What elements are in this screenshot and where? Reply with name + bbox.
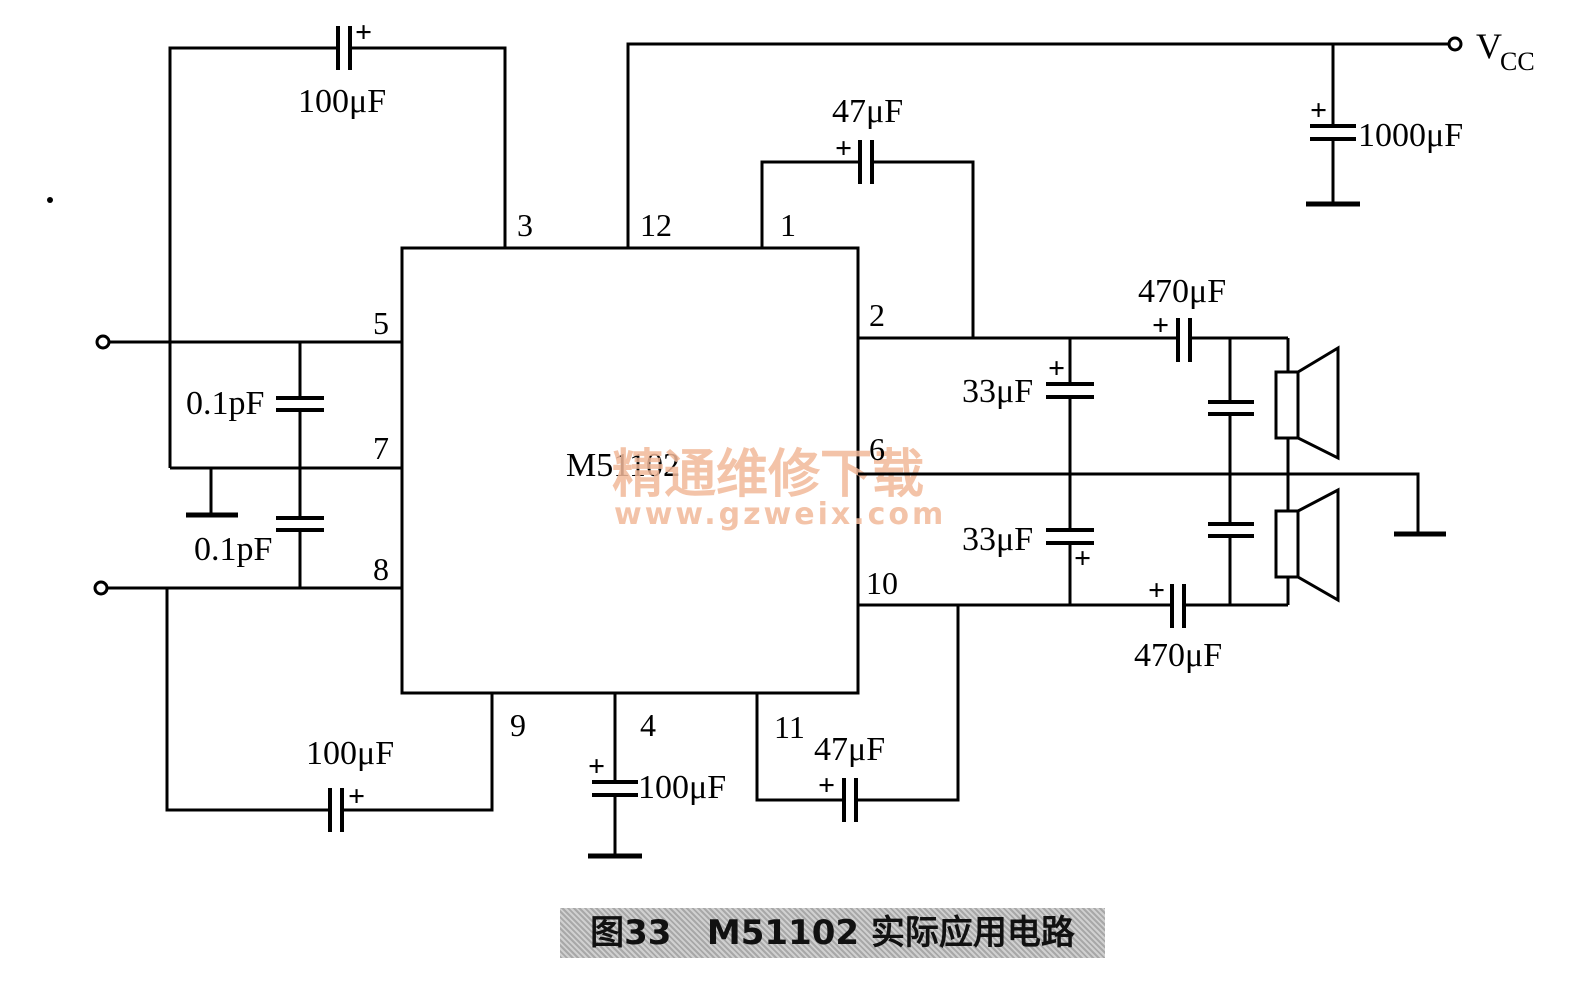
output-bottom: + 470μF bbox=[858, 574, 1288, 674]
pin-2: 2 bbox=[869, 297, 885, 333]
input-top bbox=[95, 334, 402, 350]
svg-text:100μF: 100μF bbox=[298, 83, 386, 120]
ic-body bbox=[400, 246, 860, 695]
svg-text:+: + bbox=[1048, 352, 1065, 385]
pin-10: 10 bbox=[866, 565, 898, 601]
svg-text:+: + bbox=[818, 769, 835, 802]
svg-text:+: + bbox=[1310, 94, 1327, 127]
pin-4: 4 bbox=[640, 707, 656, 743]
capacitor-pin4-100uf: + 100μF bbox=[588, 693, 726, 859]
svg-text:33μF: 33μF bbox=[962, 521, 1033, 558]
speaker-bottom bbox=[1274, 474, 1340, 605]
capacitor-bottom-left-100uf: + 100μF bbox=[165, 342, 494, 832]
svg-text:0.1pF: 0.1pF bbox=[186, 385, 264, 422]
svg-text:470μF: 470μF bbox=[1134, 637, 1222, 674]
svg-text:+: + bbox=[835, 132, 852, 165]
svg-text:+: + bbox=[1148, 574, 1165, 607]
pin-7: 7 bbox=[373, 430, 389, 466]
pin-11: 11 bbox=[774, 709, 805, 745]
svg-text:47μF: 47μF bbox=[814, 731, 885, 768]
pin-9: 9 bbox=[510, 707, 526, 743]
capacitor-47uf-pin10-pin11: + 47μF bbox=[755, 605, 960, 822]
pin-3: 3 bbox=[517, 207, 533, 243]
svg-text:47μF: 47μF bbox=[832, 93, 903, 130]
input-bottom bbox=[93, 580, 402, 596]
pin-8: 8 bbox=[373, 551, 389, 587]
svg-text:0.1pF: 0.1pF bbox=[194, 531, 272, 568]
pin-1: 1 bbox=[780, 207, 796, 243]
svg-text:100μF: 100μF bbox=[306, 735, 394, 772]
svg-text:+: + bbox=[1152, 309, 1169, 342]
capacitor-0.1pf-bottom: 0.1pF bbox=[194, 516, 324, 588]
vcc-rail: V CC bbox=[626, 26, 1535, 248]
svg-text:V: V bbox=[1476, 26, 1502, 66]
capacitor-47uf-pin1-pin2: + 47μF bbox=[760, 93, 975, 338]
pin-6: 6 bbox=[869, 431, 885, 467]
svg-text:+: + bbox=[588, 750, 605, 783]
svg-text:+: + bbox=[1074, 542, 1091, 575]
speaker-caps bbox=[1208, 338, 1254, 605]
output-top: + 470μF bbox=[858, 273, 1288, 362]
capacitor-33uf-top: + 33μF bbox=[962, 338, 1094, 528]
pin-5: 5 bbox=[373, 305, 389, 341]
caption-background bbox=[560, 908, 1105, 958]
watermark-url: www.gzweix.com bbox=[614, 497, 946, 532]
capacitor-top-left-100uf: + 100μF bbox=[168, 16, 507, 342]
pin-12: 12 bbox=[640, 207, 672, 243]
capacitor-1000uf: + 1000μF bbox=[1306, 44, 1463, 207]
pin6-ground bbox=[858, 472, 1446, 537]
svg-text:+: + bbox=[355, 16, 372, 49]
svg-text:100μF: 100μF bbox=[638, 769, 726, 806]
svg-text:+: + bbox=[348, 780, 365, 813]
speaker-top bbox=[1274, 338, 1340, 474]
capacitor-0.1pf-top: 0.1pF bbox=[186, 342, 324, 516]
figure-caption: 图33 M51102 实际应用电路 bbox=[590, 913, 1075, 953]
pin7-ground bbox=[170, 466, 402, 518]
ic-label: M51102 bbox=[566, 447, 680, 484]
svg-text:33μF: 33μF bbox=[962, 373, 1033, 410]
svg-text:CC: CC bbox=[1500, 47, 1535, 76]
svg-text:470μF: 470μF bbox=[1138, 273, 1226, 310]
svg-text:1000μF: 1000μF bbox=[1358, 117, 1463, 154]
capacitor-33uf-bottom: + 33μF bbox=[962, 521, 1094, 605]
